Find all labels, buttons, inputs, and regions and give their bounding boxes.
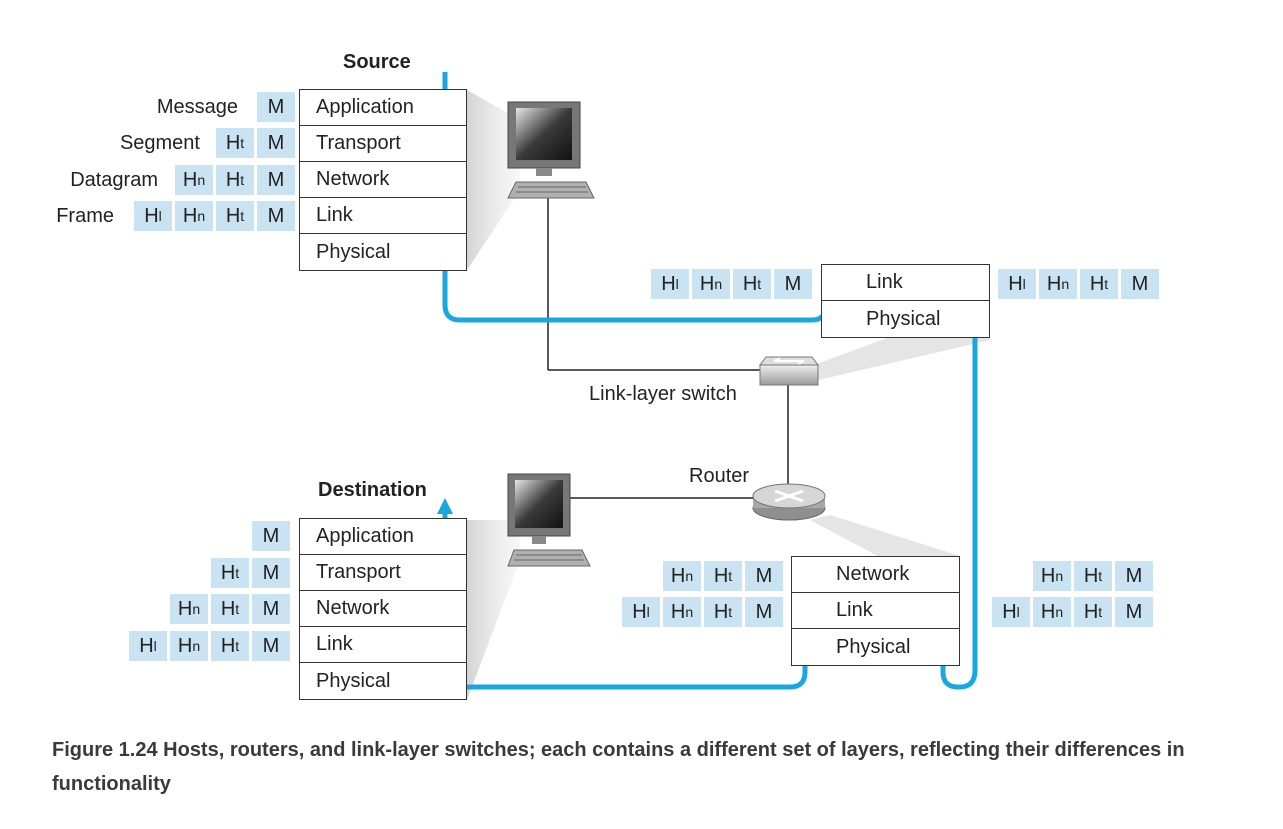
layer-transport: Transport bbox=[300, 126, 466, 162]
cell-m: M bbox=[1115, 561, 1153, 591]
encap-label-segment: Segment bbox=[119, 132, 200, 154]
layer-link: Link bbox=[792, 593, 959, 629]
cell-m: M bbox=[745, 561, 783, 591]
layer-link: Link bbox=[300, 198, 466, 234]
layer-physical: Physical bbox=[316, 669, 391, 692]
layer-network: Network bbox=[300, 591, 466, 627]
switch-icon bbox=[759, 356, 819, 386]
router-layer-stack: Network Link Physical bbox=[791, 556, 960, 666]
computer-icon bbox=[507, 101, 595, 199]
source-callout bbox=[467, 90, 520, 270]
switch-layer-stack: Link Physical bbox=[821, 264, 990, 338]
cell-m: M bbox=[257, 128, 295, 158]
router-icon bbox=[752, 483, 826, 521]
cell-m: M bbox=[1121, 269, 1159, 299]
layer-application: Application bbox=[300, 519, 466, 555]
encap-label-datagram: Datagram bbox=[70, 169, 158, 191]
destination-title: Destination bbox=[318, 479, 427, 501]
source-title: Source bbox=[343, 51, 411, 73]
layer-physical: Physical bbox=[866, 307, 941, 330]
layer-link: Link bbox=[300, 627, 466, 663]
cell-m: M bbox=[1115, 597, 1153, 627]
layer-network: Network bbox=[300, 162, 466, 198]
layer-application: Application bbox=[300, 90, 466, 126]
layer-physical: Physical bbox=[316, 240, 391, 263]
dest-callout bbox=[467, 520, 520, 700]
cell-m: M bbox=[252, 558, 290, 588]
router-label: Router bbox=[689, 465, 750, 487]
switch-label: Link-layer switch bbox=[589, 383, 737, 405]
layer-network: Network bbox=[792, 557, 959, 593]
cell-m: M bbox=[745, 597, 783, 627]
layer-link: Link bbox=[822, 265, 989, 301]
cell-m: M bbox=[252, 631, 290, 661]
dest-row-message: M bbox=[252, 521, 290, 551]
cell-m: M bbox=[774, 269, 812, 299]
cell-m: M bbox=[257, 165, 295, 195]
cell-m: M bbox=[257, 92, 295, 122]
encap-label-message: Message bbox=[156, 96, 238, 118]
destination-layer-stack: Application Transport Network Link Physi… bbox=[299, 518, 467, 700]
figure-caption: Figure 1.24 Hosts, routers, and link-lay… bbox=[52, 739, 1185, 795]
layer-physical: Physical bbox=[836, 635, 911, 658]
cell-m: M bbox=[252, 594, 290, 624]
cell-m: M bbox=[257, 201, 295, 231]
source-layer-stack: Application Transport Network Link Physi… bbox=[299, 89, 467, 271]
layer-transport: Transport bbox=[300, 555, 466, 591]
encap-row-message: M bbox=[257, 92, 295, 122]
computer-icon bbox=[507, 473, 591, 567]
arrowhead bbox=[437, 498, 453, 514]
encap-label-frame: Frame bbox=[56, 205, 114, 227]
cell-m: M bbox=[252, 521, 290, 551]
